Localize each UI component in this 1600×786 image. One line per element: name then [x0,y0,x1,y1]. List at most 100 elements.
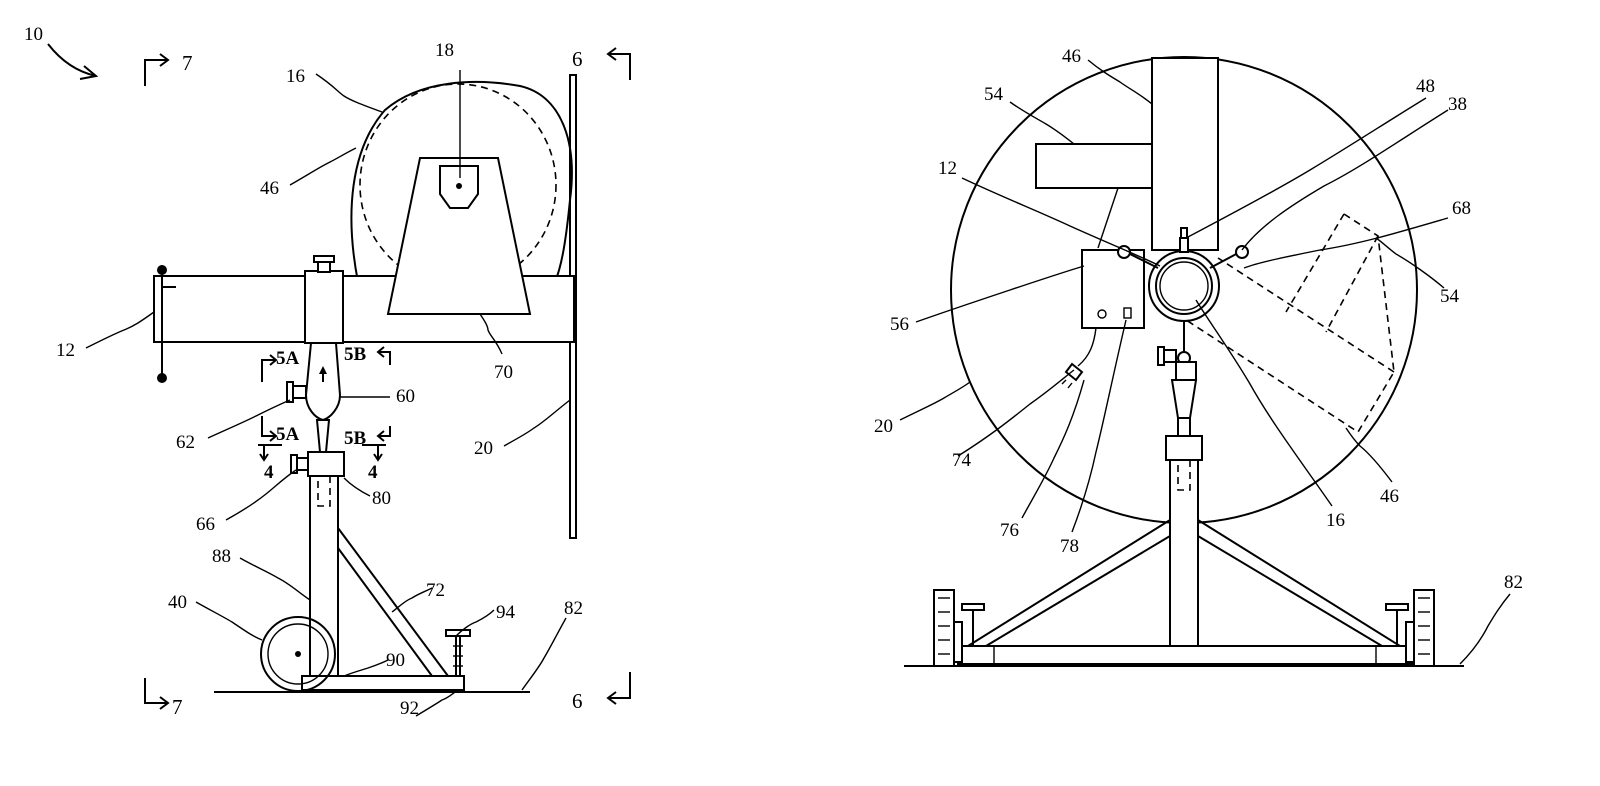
section-label-6-top: 6 [572,47,583,71]
post-hidden-insert-front [1177,459,1191,491]
cut-label-5b-bottom: 5B [344,428,367,449]
hub-ring-mid [1155,257,1213,315]
cable-upper [1097,187,1119,249]
label-54-right: 54 [1440,286,1460,307]
reference-arrowhead-10 [79,65,99,80]
cut-arrowhead-5b-bottom [376,430,385,442]
clamp-knob-bottom [157,373,167,383]
swivel-stem-front [1177,417,1191,437]
cut-bracket-5b-bottom [378,426,391,437]
swivel-block [1175,361,1197,381]
axle-bracket-right [1405,621,1415,663]
plug-prong-2 [1067,382,1073,389]
cut-label-4-right: 4 [368,462,378,483]
spoke-right-ball [1235,245,1249,259]
cut-label-4-left: 4 [264,462,274,483]
swivel-arrow [319,366,327,374]
label-16-right: 16 [1326,510,1345,531]
swivel-lock-knob-cap [286,381,294,403]
label-10: 10 [24,24,43,45]
brace-left-outer [967,519,1171,647]
label-60: 60 [396,386,415,407]
section-arrowhead-6-top [606,47,617,61]
power-plug [1064,362,1084,382]
vertical-column [1151,57,1219,251]
label-16: 16 [286,66,305,87]
base-rail [301,675,465,691]
cut-bracket-4-left [258,444,282,460]
label-48: 48 [1416,76,1435,97]
hub-ring-inner [1159,261,1209,311]
label-12-right: 12 [938,158,957,179]
hidden-box-edge-3 [1217,257,1395,373]
brace-left-inner [985,535,1171,647]
brace-right-outer [1197,519,1401,647]
section-label-6-bottom: 6 [572,689,583,713]
section-bracket-6-bottom [608,672,631,699]
post-hidden-insert [317,475,331,507]
label-82-right: 82 [1504,572,1523,593]
hidden-box-edge-1 [1285,213,1345,313]
label-20-left: 20 [474,438,493,459]
leader-lines-right [899,59,1511,665]
control-box-jack [1097,309,1107,319]
cut-arrowhead-5b-top [376,346,385,358]
wheel-hub [295,651,301,657]
height-coupling-front [1165,435,1203,461]
label-80: 80 [372,488,391,509]
label-12-left: 12 [56,340,75,361]
cut-bracket-5a-bottom [261,416,276,437]
section-bracket-6-top [608,53,631,80]
label-66: 66 [196,514,215,535]
brace-inner [337,547,433,677]
section-label-7-top: 7 [182,51,193,75]
label-62: 62 [176,432,195,453]
label-88: 88 [212,546,231,567]
leader-lines-left [85,70,571,717]
label-40: 40 [168,592,187,613]
axle-bracket-left [953,621,963,663]
brace-right-inner [1197,535,1383,647]
label-20-right: 20 [874,416,893,437]
plug-prong-1 [1061,379,1067,385]
arm-collar [304,270,344,344]
control-box-switch [1123,307,1132,319]
reel-outline [350,80,573,283]
front-view [899,56,1511,667]
upper-box [1035,143,1153,189]
swivel-lock-knob [291,385,307,399]
leveling-pad-left [961,603,985,611]
label-46-right: 46 [1380,486,1399,507]
section-label-7-bottom: 7 [172,695,183,719]
label-46-top: 46 [1062,46,1081,67]
cut-arrowhead-5a-bottom [269,430,278,442]
label-46-left: 46 [260,178,279,199]
hidden-box-edge-2 [1325,235,1379,333]
hub-center [456,183,462,189]
label-94: 94 [496,602,516,623]
spoke-left [1125,251,1159,269]
leveling-pad-right [1385,603,1409,611]
upright-post-front [1169,459,1199,651]
clamp-knob-top [157,265,167,275]
label-70: 70 [494,362,513,383]
height-lock-knob-cap [290,454,298,474]
side-view [47,43,631,717]
section-bracket-7-bottom [144,678,168,704]
base-beam [957,645,1413,665]
height-coupling [307,451,345,477]
cut-label-5b-top: 5B [344,344,367,365]
label-54-top: 54 [984,84,1004,105]
spoke-top-cap [1179,237,1189,253]
section-arrowhead-7-top [159,53,170,67]
label-92: 92 [400,698,419,719]
spoke-right [1209,251,1241,269]
cut-arrowhead-4-left [259,453,269,462]
leveling-foot-pad [445,629,471,637]
label-76: 76 [1000,520,1019,541]
section-arrowhead-7-bottom [159,696,170,710]
control-box [1081,249,1145,329]
reference-arrow-10 [47,43,97,77]
